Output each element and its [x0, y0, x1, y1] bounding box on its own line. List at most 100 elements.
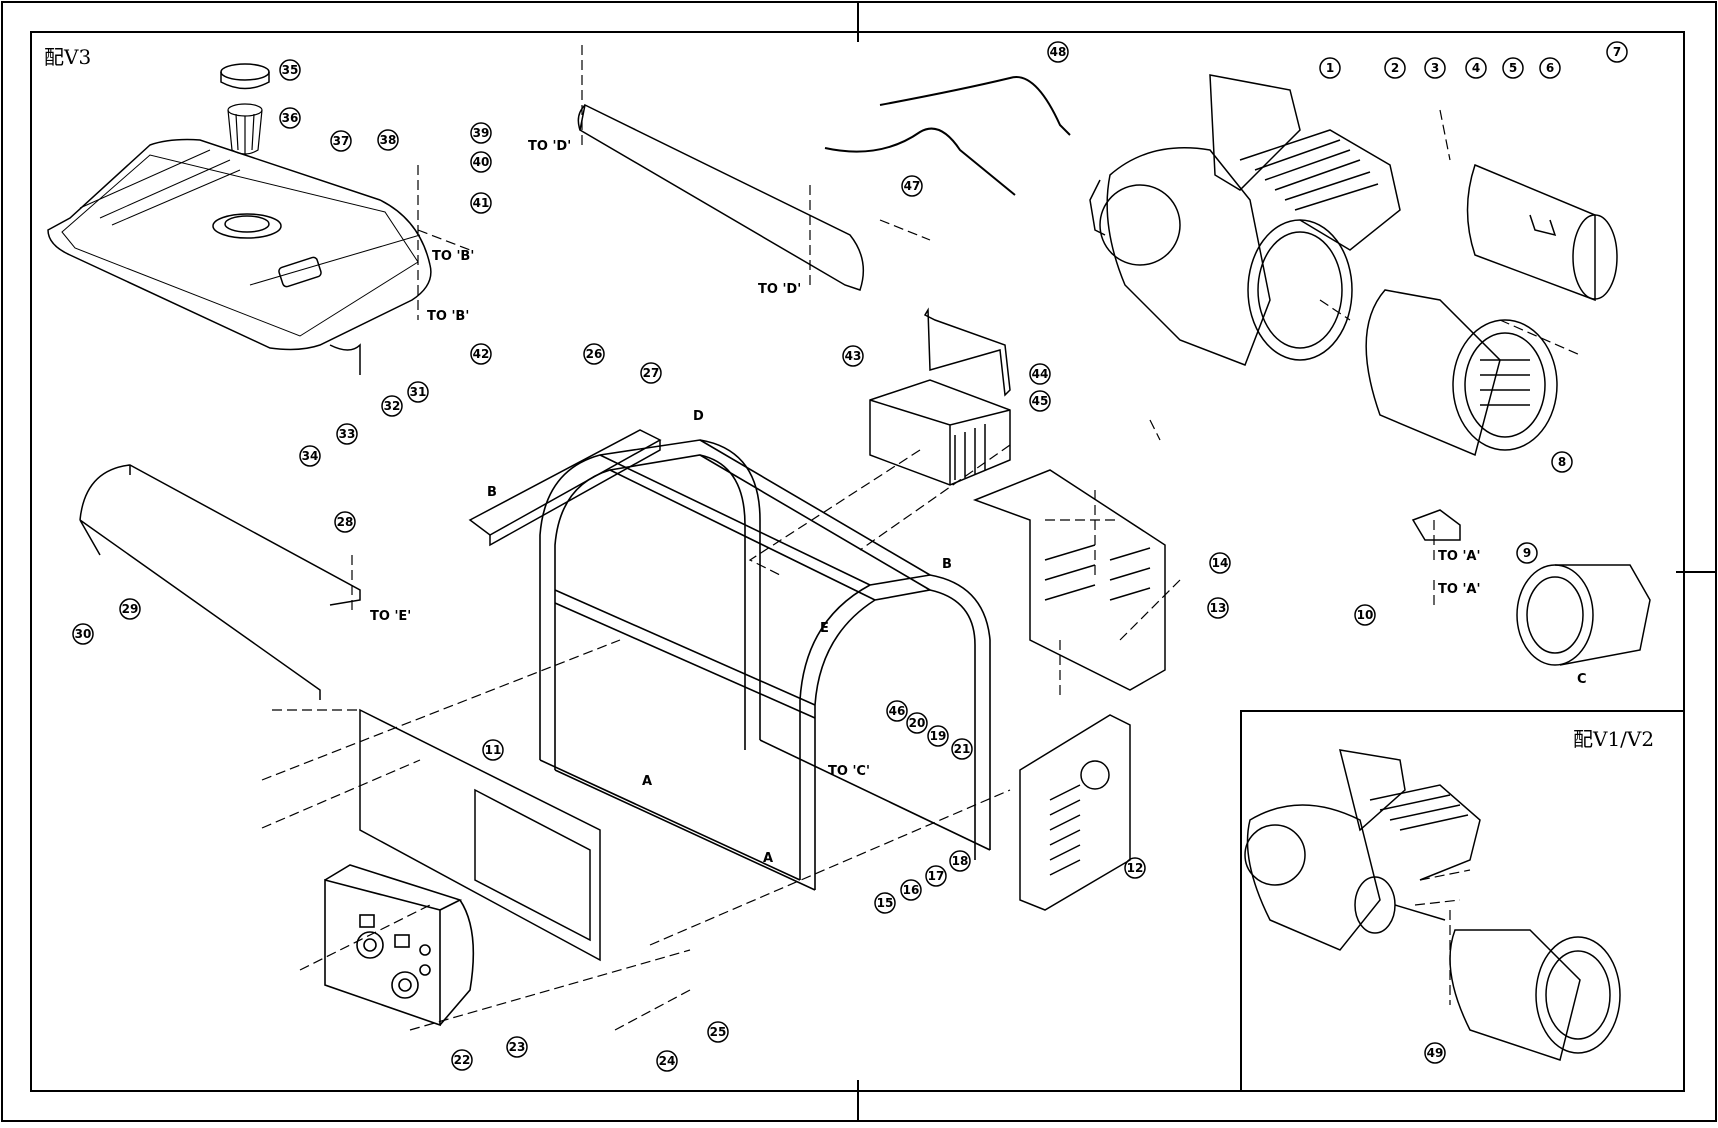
part-number-40: 40	[473, 155, 490, 169]
ref-to-e: TO 'E'	[370, 609, 411, 624]
crossbar-27	[468, 429, 662, 547]
part-number-13: 13	[1210, 601, 1227, 615]
part-number-44: 44	[1032, 367, 1049, 381]
ref-to-a-2: TO 'A'	[1438, 582, 1480, 597]
inset-alternator	[1449, 929, 1621, 1061]
fuel-cap	[220, 63, 270, 90]
part-callout-circle-37	[330, 130, 352, 152]
part-callout-circle-49	[1424, 1042, 1446, 1064]
part-callout-circle-14	[1209, 552, 1231, 574]
part-callout-circle-28	[334, 511, 356, 533]
front-panel	[359, 708, 601, 962]
part-number-22: 22	[454, 1053, 471, 1067]
part-callout-circle-29	[119, 598, 141, 620]
part-number-36: 36	[282, 111, 299, 125]
part-callout-circle-45	[1029, 390, 1051, 412]
part-callout-circle-6	[1539, 57, 1561, 79]
part-number-37: 37	[333, 134, 350, 148]
part-callout-circle-27	[640, 362, 662, 384]
part-number-2: 2	[1391, 61, 1399, 75]
inset-frame	[1240, 710, 1685, 1092]
part-callout-circle-20	[906, 712, 928, 734]
part-number-41: 41	[473, 196, 490, 210]
front-shield	[79, 464, 361, 700]
part-callout-circle-40	[470, 151, 492, 173]
part-number-39: 39	[473, 126, 490, 140]
part-callout-circle-34	[299, 445, 321, 467]
inner-border	[30, 31, 1685, 1092]
part-callout-circle-17	[925, 865, 947, 887]
part-number-48: 48	[1050, 45, 1067, 59]
part-number-1: 1	[1326, 61, 1334, 75]
main-frame	[539, 439, 991, 891]
part-callout-circle-36	[279, 107, 301, 129]
part-callout-circle-43	[842, 345, 864, 367]
part-callout-circle-21	[951, 738, 973, 760]
part-number-5: 5	[1509, 61, 1517, 75]
part-callout-circle-25	[707, 1021, 729, 1043]
letter-b-left: B	[487, 485, 497, 500]
engine	[1089, 74, 1401, 366]
part-callout-circle-15	[874, 892, 896, 914]
part-number-15: 15	[877, 896, 894, 910]
corner-label-v1v2: 配V1/V2	[1573, 727, 1654, 751]
part-number-25: 25	[710, 1025, 727, 1039]
part-number-7: 7	[1613, 45, 1621, 59]
part-number-33: 33	[339, 427, 356, 441]
part-number-47: 47	[904, 179, 921, 193]
letter-d: D	[693, 409, 704, 424]
part-callout-circle-3	[1424, 57, 1446, 79]
part-number-34: 34	[302, 449, 319, 463]
ref-to-d-2: TO 'D'	[758, 282, 801, 297]
part-callout-circle-12	[1124, 857, 1146, 879]
part-callout-circle-22	[451, 1049, 473, 1071]
part-number-8: 8	[1558, 455, 1566, 469]
part-callout-circle-18	[949, 850, 971, 872]
hose-47	[824, 127, 1016, 196]
part-callout-circle-23	[506, 1036, 528, 1058]
part-callout-circle-42	[470, 343, 492, 365]
part-callout-circle-1	[1319, 57, 1341, 79]
part-number-32: 32	[384, 399, 401, 413]
part-number-23: 23	[509, 1040, 526, 1054]
part-number-49: 49	[1427, 1046, 1444, 1060]
part-callout-circle-10	[1354, 604, 1376, 626]
generator-end	[1516, 564, 1651, 666]
part-number-27: 27	[643, 366, 660, 380]
part-callout-circle-9	[1516, 542, 1538, 564]
corner-label-v3: 配V3	[44, 45, 91, 69]
part-callout-circle-19	[927, 725, 949, 747]
fuel-tank	[47, 138, 432, 375]
part-number-45: 45	[1032, 394, 1049, 408]
alternator	[1365, 289, 1558, 457]
part-number-4: 4	[1472, 61, 1480, 75]
part-number-46: 46	[889, 704, 906, 718]
part-number-28: 28	[337, 515, 354, 529]
part-callout-circle-26	[583, 343, 605, 365]
part-callout-circle-5	[1502, 57, 1524, 79]
part-number-17: 17	[928, 869, 945, 883]
part-number-42: 42	[473, 347, 490, 361]
part-callout-circle-30	[72, 623, 94, 645]
part-callout-circle-24	[656, 1050, 678, 1072]
part-number-6: 6	[1546, 61, 1554, 75]
part-number-24: 24	[659, 1054, 676, 1068]
part-callout-circle-2	[1384, 57, 1406, 79]
ref-to-a-1: TO 'A'	[1438, 549, 1480, 564]
rear-panel	[1019, 714, 1131, 911]
letter-c: C	[1577, 672, 1587, 687]
part-number-3: 3	[1431, 61, 1439, 75]
part-callout-circle-47	[901, 175, 923, 197]
part-number-12: 12	[1127, 861, 1144, 875]
ref-to-c: TO 'C'	[828, 764, 870, 779]
part-callout-circle-11	[482, 739, 504, 761]
letter-a-right: A	[763, 851, 773, 866]
control-box	[324, 864, 475, 1027]
upper-side-shield	[577, 103, 865, 291]
part-number-14: 14	[1212, 556, 1229, 570]
hose-48	[879, 76, 1071, 136]
side-panel	[972, 469, 1166, 691]
part-callout-circle-32	[381, 395, 403, 417]
part-number-35: 35	[282, 63, 299, 77]
